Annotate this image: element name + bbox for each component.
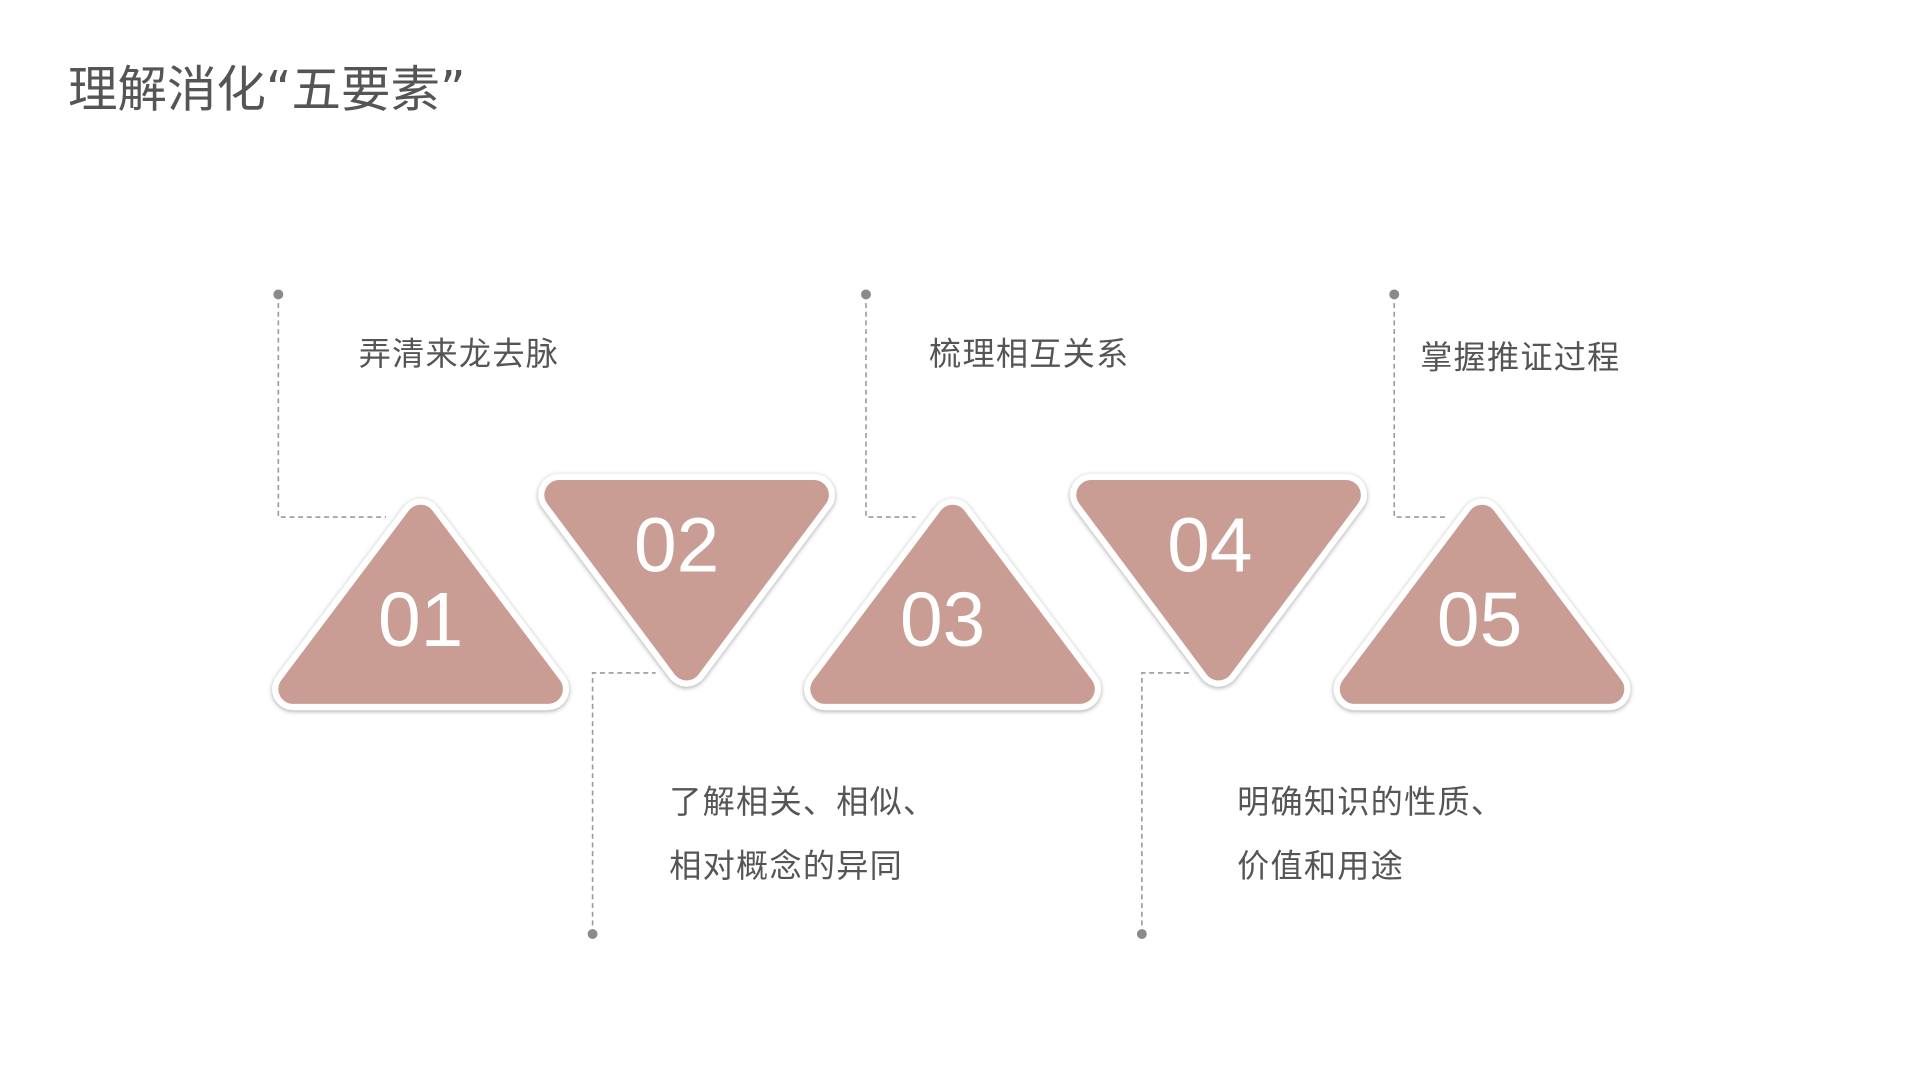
step-description: 掌握推证过程	[1420, 339, 1620, 377]
step-04: 明确知识的性质、价值和用途	[1136, 672, 1504, 939]
down-triangle-04: 04	[1070, 473, 1368, 687]
connector-dot	[273, 289, 284, 300]
step-description: 价值和用途	[1237, 847, 1404, 885]
page-title: 理解消化“五要素”	[68, 60, 466, 118]
connector-dot	[861, 289, 871, 300]
connector-dot	[1136, 929, 1147, 939]
up-triangle-05: 05	[1333, 498, 1631, 711]
dashed-connector	[865, 294, 916, 518]
step-description: 了解相关、相似、	[669, 783, 936, 821]
step-03: 梳理相互关系	[861, 289, 1129, 518]
step-number: 03	[900, 578, 985, 663]
step-description: 弄清来龙去脉	[359, 335, 559, 373]
up-triangle-01: 01	[272, 498, 570, 711]
step-number: 05	[1437, 578, 1522, 663]
step-description: 明确知识的性质、	[1237, 783, 1504, 821]
step-02: 了解相关、相似、相对概念的异同	[587, 672, 936, 939]
connector-dot	[587, 929, 598, 939]
step-description: 相对概念的异同	[669, 847, 903, 885]
step-number: 01	[378, 578, 463, 663]
up-triangle-03: 03	[804, 498, 1102, 711]
connector-dot	[1389, 289, 1400, 300]
dashed-connector	[591, 672, 656, 935]
step-description: 梳理相互关系	[929, 335, 1129, 373]
step-number: 04	[1167, 504, 1252, 589]
dashed-connector	[1141, 672, 1191, 935]
step-01: 弄清来龙去脉	[273, 289, 559, 518]
down-triangle-02: 02	[538, 473, 836, 687]
dashed-connector	[1393, 294, 1445, 518]
step-number: 02	[634, 504, 719, 589]
step-05: 掌握推证过程	[1389, 289, 1620, 518]
dashed-connector	[277, 294, 386, 518]
